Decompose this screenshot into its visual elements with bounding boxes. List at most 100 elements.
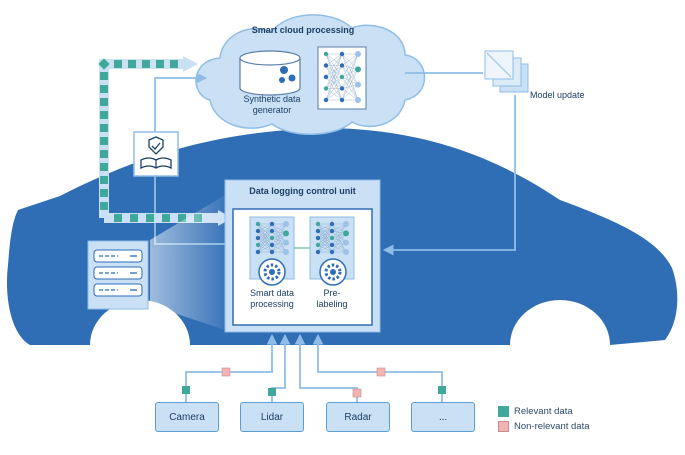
nn-node bbox=[255, 221, 261, 227]
model-to-unit-line bbox=[382, 95, 516, 256]
nn-edge bbox=[257, 223, 273, 246]
nn-edge bbox=[317, 223, 333, 239]
nn-node bbox=[323, 51, 329, 57]
nn-edge bbox=[331, 223, 347, 253]
nn-edge bbox=[317, 237, 333, 253]
legend-label: Non-relevant data bbox=[514, 421, 590, 432]
nn-edge bbox=[331, 223, 347, 246]
book-check-icon bbox=[133, 131, 179, 177]
generator-label-1: Synthetic data bbox=[243, 94, 301, 104]
storage-server-icon bbox=[87, 195, 225, 330]
nn-node bbox=[355, 66, 361, 73]
sensor-lidar: Lidar bbox=[240, 402, 304, 432]
sensor-label: Lidar bbox=[260, 411, 284, 423]
nn-edge bbox=[257, 230, 273, 253]
nn-node bbox=[343, 221, 349, 227]
relevant-data-marker bbox=[142, 60, 150, 68]
nn-node bbox=[269, 221, 275, 227]
nn-edge bbox=[271, 223, 287, 243]
nn-node bbox=[339, 51, 345, 57]
nn-node bbox=[283, 239, 289, 246]
nn-node bbox=[315, 249, 321, 255]
legend-swatch-relevant bbox=[498, 406, 509, 417]
nn-edge bbox=[325, 76, 343, 101]
nn-node bbox=[283, 221, 289, 227]
nn-edge bbox=[341, 53, 359, 70]
nn-edge bbox=[317, 230, 333, 253]
nn-edge bbox=[331, 230, 347, 253]
model-update-icon bbox=[484, 50, 529, 93]
relevant-data-marker bbox=[100, 202, 108, 210]
nn-node bbox=[269, 249, 275, 255]
nn-edge bbox=[271, 230, 287, 253]
nn-node bbox=[339, 86, 345, 91]
nn-node bbox=[269, 235, 275, 241]
non-relevant-data-marker bbox=[352, 388, 362, 398]
nn-edge bbox=[341, 65, 359, 85]
nn-node bbox=[343, 249, 349, 255]
nn-edge bbox=[257, 244, 273, 253]
database-icon bbox=[239, 50, 301, 96]
relevant-data-marker bbox=[100, 111, 108, 119]
nn-node bbox=[339, 74, 345, 80]
relevant-data-marker bbox=[100, 85, 108, 93]
sensor-camera: Camera bbox=[155, 402, 219, 432]
non-relevant-data-marker bbox=[221, 367, 231, 377]
nn-node bbox=[329, 242, 335, 248]
nn-edge bbox=[257, 237, 273, 253]
nn-edge bbox=[341, 65, 359, 101]
nn-node bbox=[269, 228, 275, 234]
nn-node bbox=[323, 86, 329, 91]
nn-edge bbox=[341, 88, 359, 101]
nn-edge bbox=[331, 223, 347, 243]
relevant-data-marker bbox=[156, 60, 164, 68]
nn-node bbox=[355, 51, 361, 57]
nn-edge bbox=[271, 230, 287, 243]
nn-edge bbox=[325, 53, 343, 89]
generator-label-2: generator bbox=[252, 105, 292, 115]
nn-node bbox=[269, 242, 275, 248]
nn-node bbox=[315, 228, 321, 234]
nn-node bbox=[255, 235, 261, 241]
nn-node bbox=[343, 230, 349, 237]
non-relevant-data-marker bbox=[376, 367, 386, 377]
nn-edge bbox=[257, 223, 273, 232]
nn-node bbox=[323, 63, 329, 68]
smart-processing-label-2: processing bbox=[250, 299, 294, 309]
nn-node bbox=[339, 97, 345, 103]
control-unit-title: Data logging control unit bbox=[249, 186, 356, 196]
nn-edge bbox=[271, 237, 287, 253]
nn-edge bbox=[271, 223, 287, 246]
nn-node bbox=[255, 228, 261, 234]
nn-edge bbox=[257, 223, 273, 253]
relevant-data-marker bbox=[162, 214, 170, 222]
sensor-radar: Radar bbox=[326, 402, 390, 432]
nn-node bbox=[255, 249, 261, 255]
smart-processing-label-1: Smart data bbox=[249, 288, 295, 298]
nn-node bbox=[329, 249, 335, 255]
cloud-title: Smart cloud processing bbox=[251, 25, 355, 35]
nn-node bbox=[255, 242, 261, 248]
relevant-data-marker bbox=[130, 214, 138, 222]
gear-icon bbox=[319, 258, 347, 286]
nn-edge bbox=[331, 237, 347, 253]
nn-edge bbox=[341, 53, 359, 85]
nn-node bbox=[355, 81, 361, 88]
relevant-data-marker bbox=[100, 163, 108, 171]
nn-node bbox=[283, 230, 289, 237]
nn-node bbox=[339, 63, 345, 68]
relevant-data-arrow-top bbox=[183, 56, 198, 72]
sensor-label: Camera bbox=[169, 411, 205, 423]
relevant-data-marker bbox=[100, 176, 108, 184]
nn-node bbox=[329, 235, 335, 241]
relevant-data-marker bbox=[268, 388, 276, 396]
nn-edge bbox=[341, 53, 359, 78]
pre-labeling-label-1: Pre- bbox=[323, 288, 341, 298]
nn-node bbox=[315, 242, 321, 248]
nn-edge bbox=[317, 244, 333, 253]
relevant-data-marker bbox=[182, 386, 190, 394]
relevant-data-marker bbox=[170, 60, 178, 68]
nn-edge bbox=[341, 84, 359, 101]
